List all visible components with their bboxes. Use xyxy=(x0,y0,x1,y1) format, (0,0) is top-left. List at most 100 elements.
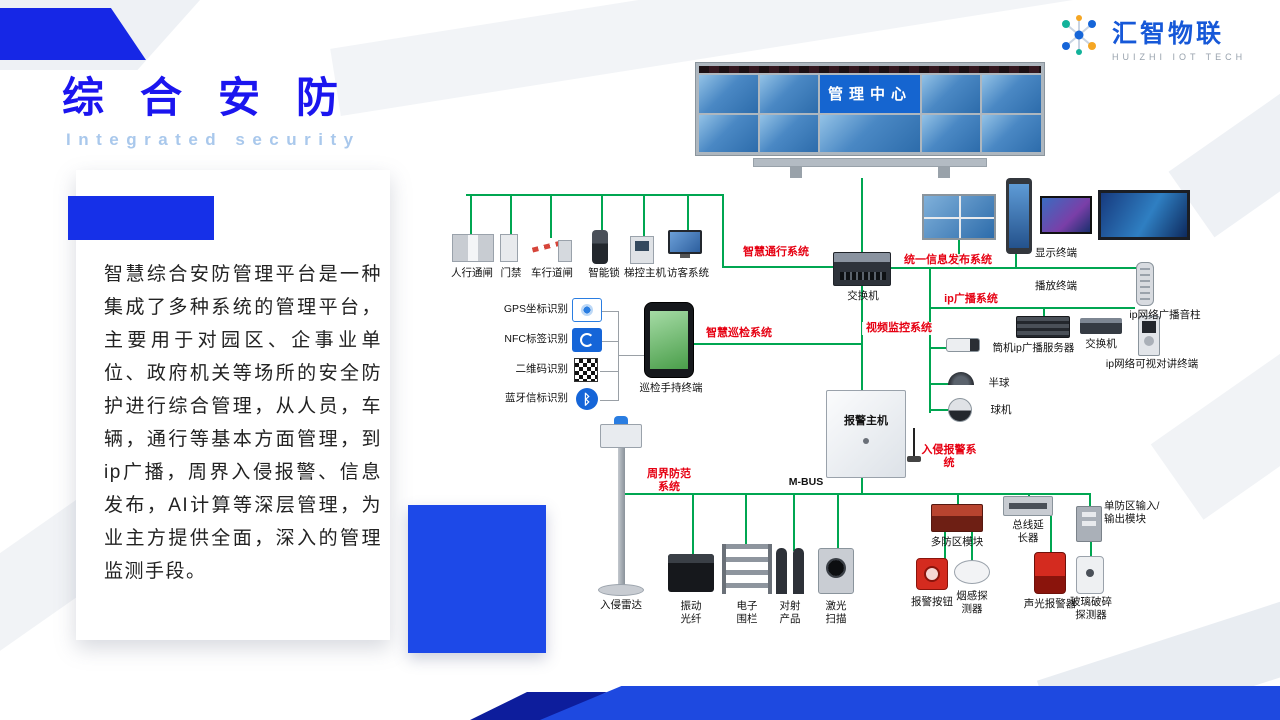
bullet-camera-label: 筒机 xyxy=(992,342,1014,354)
alarm-button-icon xyxy=(916,558,948,590)
connector-line xyxy=(861,286,863,392)
page-subtitle: Integrated security xyxy=(66,130,361,149)
alarm-host-label: 报警主机 xyxy=(844,415,888,427)
player-terminal-label: 播放终端 xyxy=(1035,280,1077,292)
wall-screen xyxy=(759,75,819,113)
speaker-column-label: ip网络广播音柱 xyxy=(1129,309,1201,321)
wall-screen xyxy=(759,114,819,152)
wall-screen xyxy=(982,114,1041,152)
page-title: 综合安防 xyxy=(62,74,375,121)
intrusion-radar-icon xyxy=(596,416,646,596)
visitor-system-label: 访客系统 xyxy=(667,267,709,279)
handheld-terminal-label: 巡检手持终端 xyxy=(639,382,703,394)
qr-code-icon xyxy=(574,358,598,382)
electric-fence-icon xyxy=(722,544,772,594)
perimeter-system-label: 周界防范系统 xyxy=(647,468,691,493)
handheld-terminal-icon xyxy=(644,302,694,378)
wall-screen xyxy=(921,75,981,113)
connector-line xyxy=(687,194,689,236)
intrusion-alarm-system-label: 入侵报警系统 xyxy=(921,444,977,469)
display-terminal-label: 显示终端 xyxy=(1035,247,1077,259)
display-wall-icon xyxy=(922,194,996,240)
pedestrian-gate-label: 人行通闸 xyxy=(451,267,493,279)
glass-break-detector-icon xyxy=(1076,556,1104,594)
access-control-icon xyxy=(500,234,518,262)
laser-scanner-icon xyxy=(818,548,854,594)
connector-line xyxy=(958,240,960,267)
barrier-gate-label: 车行道闸 xyxy=(531,267,573,279)
connector-line xyxy=(861,178,863,252)
wall-screen xyxy=(699,75,758,113)
connector-line xyxy=(745,493,747,546)
bluetooth-icon: ᛒ xyxy=(576,388,598,410)
vibration-fiber-icon xyxy=(668,554,714,592)
barrier-gate-icon xyxy=(531,240,572,262)
wall-screen xyxy=(699,114,758,152)
wall-stand xyxy=(753,158,987,167)
intercom-terminal-icon xyxy=(1138,316,1160,356)
wall-screen xyxy=(820,114,920,152)
connector-line xyxy=(1050,516,1052,555)
switch-2-label: 交换机 xyxy=(1085,338,1117,350)
link-line xyxy=(600,341,618,342)
link-line xyxy=(600,400,618,401)
wall-screen xyxy=(921,114,981,152)
connector-line xyxy=(929,347,949,349)
dome-camera-label: 半球 xyxy=(988,377,1010,389)
control-center-wall: 管理中心 xyxy=(695,62,1045,156)
video-monitor-system-label: 视频监控系统 xyxy=(862,322,936,335)
multi-zone-module-label: 多防区模块 xyxy=(930,536,984,548)
connector-line xyxy=(1043,307,1045,319)
wall-stand-leg xyxy=(790,167,802,178)
connector-line xyxy=(510,194,512,238)
connector-line xyxy=(793,493,795,551)
connector-line xyxy=(550,194,552,238)
link-line xyxy=(618,355,646,356)
elevator-host-label: 梯控主机 xyxy=(624,267,666,279)
connector-line xyxy=(601,194,603,234)
passage-system-label: 智慧通行系统 xyxy=(743,246,809,258)
led-ticker xyxy=(699,66,1041,73)
vibration-fiber-label: 振动光纤 xyxy=(680,600,702,625)
info-release-system-label: 统一信息发布系统 xyxy=(896,254,1000,267)
side-accent-rect xyxy=(408,505,546,653)
connector-line xyxy=(929,409,951,411)
glass-break-label: 玻璃破碎探测器 xyxy=(1070,596,1112,621)
main-switch-label: 交换机 xyxy=(847,290,879,302)
link-line xyxy=(600,371,618,372)
single-zone-module-icon xyxy=(1076,506,1102,542)
smart-lock-icon xyxy=(592,230,608,264)
laser-scanner-label: 激光扫描 xyxy=(825,600,847,625)
intrusion-radar-label: 入侵雷达 xyxy=(600,599,642,611)
electric-fence-label: 电子围栏 xyxy=(736,600,758,625)
alarm-button-label: 报警按钮 xyxy=(911,596,953,608)
antenna-icon xyxy=(906,428,922,464)
alarm-host-cabinet: 报警主机 xyxy=(826,390,906,478)
logo-tagline: HUIZHI IOT TECH xyxy=(1112,51,1247,62)
connector-line xyxy=(957,493,959,506)
pedestrian-gate-icon xyxy=(452,234,494,262)
bluetooth-label: 蓝牙信标识别 xyxy=(505,392,568,404)
smoke-detector-icon xyxy=(954,560,990,584)
smart-lock-label: 智能锁 xyxy=(588,267,620,279)
signage-player-icon xyxy=(1006,178,1032,254)
strobe-siren-icon xyxy=(1034,552,1066,594)
tv-screen-icon xyxy=(1040,196,1092,234)
nfc-label: NFC标签识别 xyxy=(504,333,568,345)
bus-extender-icon xyxy=(1003,496,1053,516)
intro-paragraph: 智慧综合安防管理平台是一种集成了多种系统的管理平台，主要用于对园区、企事业单位、… xyxy=(104,264,382,582)
connector-line xyxy=(1089,493,1091,508)
dome-camera-icon xyxy=(948,372,974,385)
switch-ports xyxy=(840,272,886,280)
qr-label: 二维码识别 xyxy=(515,363,569,375)
multi-zone-module-icon xyxy=(931,504,983,532)
link-line xyxy=(600,311,618,312)
connector-line xyxy=(891,267,1137,269)
link-line xyxy=(618,311,619,401)
connector-line xyxy=(722,194,724,268)
connector-line xyxy=(1090,542,1092,558)
connector-line xyxy=(1015,252,1017,268)
connector-line xyxy=(861,477,863,495)
control-center-banner: 管理中心 xyxy=(820,75,920,113)
broadcast-server-icon xyxy=(1016,316,1070,338)
